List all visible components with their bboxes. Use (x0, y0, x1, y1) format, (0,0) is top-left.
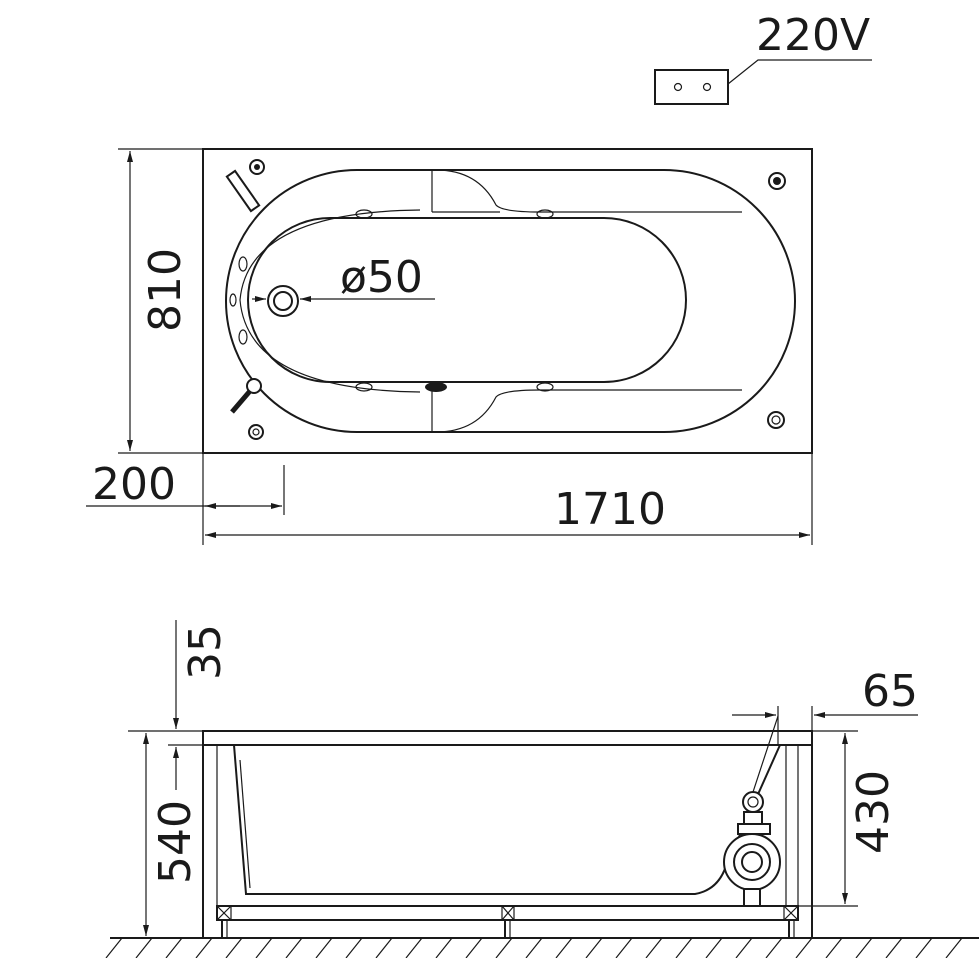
drain-icon (267, 285, 299, 317)
offset-dimension (86, 453, 285, 545)
rim-thickness-label: 35 (180, 624, 231, 680)
side-rim (202, 730, 813, 746)
voltage-label: 220V (756, 10, 870, 61)
corner-jet-icon (768, 172, 786, 190)
total-height-dimension (128, 730, 203, 936)
rim-dimension (168, 620, 203, 790)
pump-motor-icon (723, 791, 781, 907)
faucet-lever-icon (230, 378, 262, 414)
width-label: 810 (140, 248, 191, 332)
drain-diameter-label: ø50 (340, 252, 423, 303)
inner-height-dimension (798, 730, 858, 907)
corner-jet-icon (767, 411, 785, 429)
length-label: 1710 (554, 484, 666, 535)
inner-height-label: 430 (848, 770, 899, 854)
power-supply-box (654, 59, 872, 105)
tub-body-profile (233, 744, 781, 895)
length-dimension (205, 453, 813, 545)
panel-width-label: 65 (862, 666, 918, 717)
corner-jet-icon (248, 424, 264, 440)
grab-handle-icon (225, 169, 261, 213)
panel-dimension (732, 706, 918, 745)
top-view (202, 148, 813, 454)
tub-outer-rim (202, 148, 813, 454)
offset-label: 200 (92, 459, 176, 510)
total-height-label: 540 (150, 800, 201, 884)
corner-jet-icon (249, 159, 265, 175)
suction-grate-icon (425, 382, 447, 392)
tub-basin-outline (225, 169, 796, 433)
tub-inner-floor (247, 217, 687, 383)
side-view (105, 715, 979, 958)
floor-hatching (105, 937, 963, 958)
side-jet-icon (229, 209, 554, 392)
width-dimension (118, 148, 203, 454)
